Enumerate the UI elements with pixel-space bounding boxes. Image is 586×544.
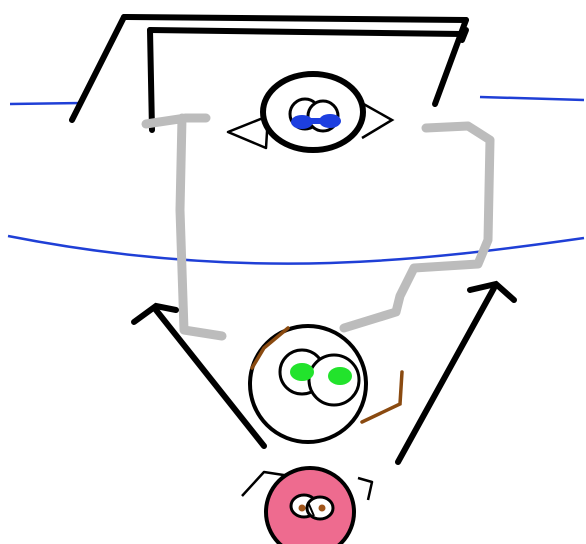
pink-pupil-right <box>319 505 326 512</box>
middle-face-figure <box>250 326 402 442</box>
screen-left-leg <box>72 17 124 120</box>
pink-pupil-left <box>299 505 306 512</box>
upper-right-horizon-line <box>480 97 584 100</box>
screen-inner-top <box>150 30 462 34</box>
upper-left-horizon-line <box>10 103 82 104</box>
green-iris-left <box>290 363 314 381</box>
screen-inner-left <box>150 30 152 130</box>
right-arrow-shaft <box>398 288 494 462</box>
green-iris-right <box>328 367 352 385</box>
screen-eye-figure <box>228 74 392 150</box>
screen-top-edge <box>124 17 466 20</box>
left-arrow-head <box>134 306 176 322</box>
pink-face-figure <box>242 468 372 544</box>
gray-path-right <box>344 126 490 328</box>
lower-horizon-curve <box>8 236 584 264</box>
brow-lower-right <box>362 372 402 422</box>
eye-blue-bridge <box>306 118 326 124</box>
